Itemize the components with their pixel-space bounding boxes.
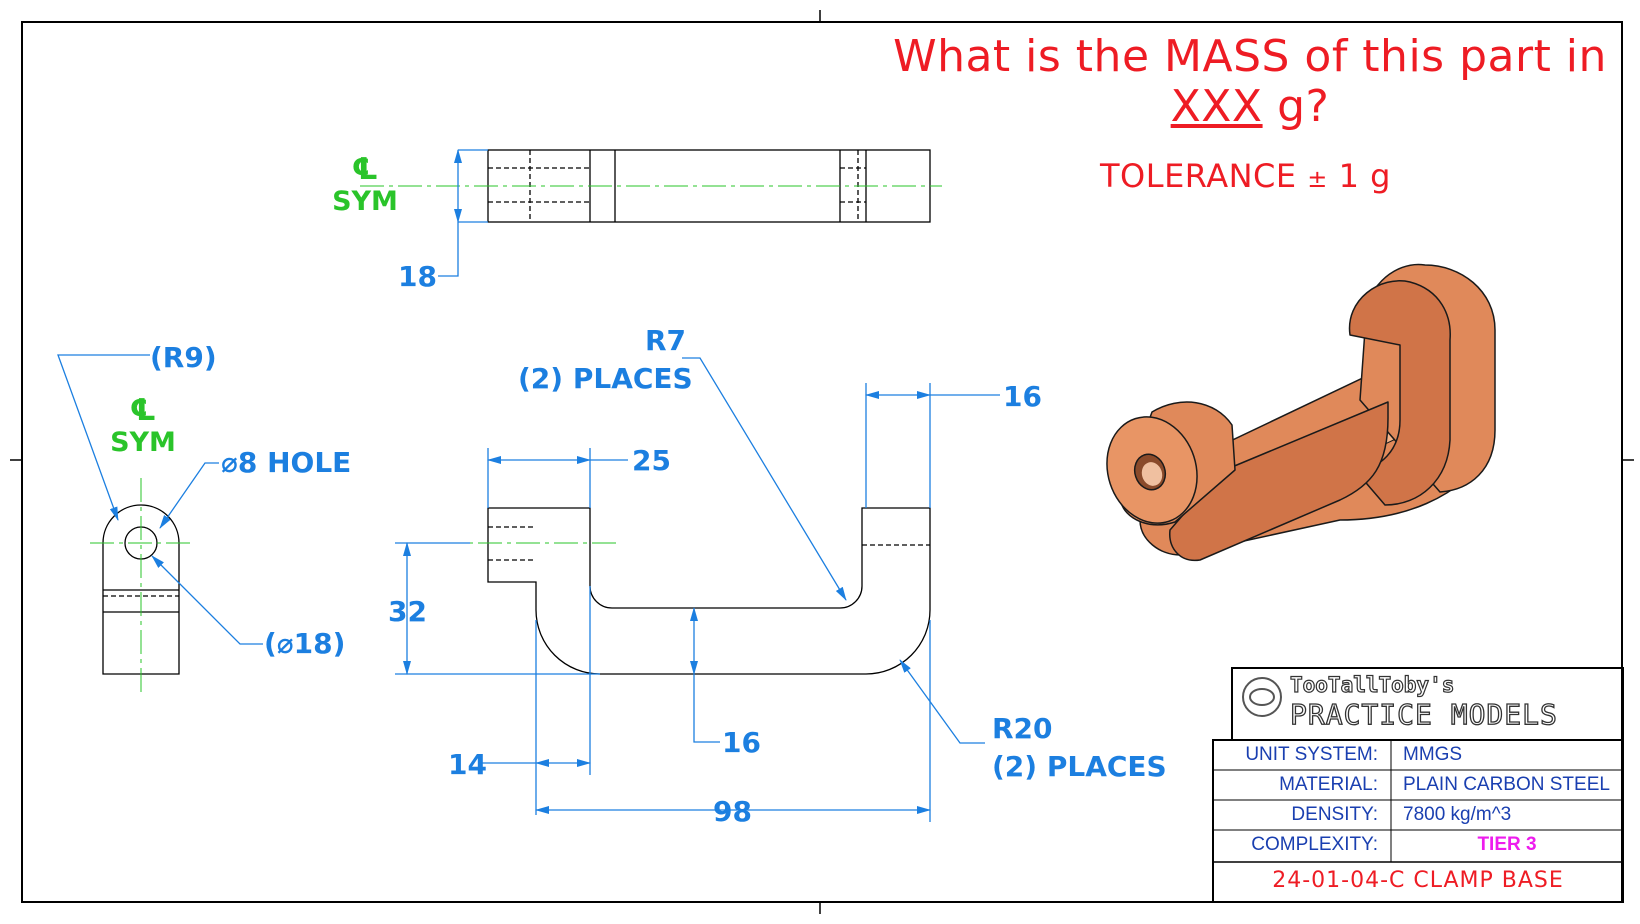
part-front-face [1169,401,1389,562]
sym-label: SYM [332,186,398,217]
dim-18: 18 [398,260,437,293]
front-view-dim-geometry [395,357,1000,822]
dim-98: 98 [713,795,752,828]
side-view-centerline-label: ℄ SYM [98,395,188,459]
dim-r20-note: (2) PLACES [992,750,1167,783]
tolerance-value: 1 g [1338,157,1391,195]
dim-18-geometry [438,149,488,277]
dim-14: 14 [448,748,487,781]
sheet-border [21,21,1623,903]
material-label: MATERIAL: [1279,774,1378,795]
material-value: PLAIN CARBON STEEL [1403,774,1610,795]
side-view-centerlines [90,478,194,695]
tolerance-label: TOLERANCE [1100,157,1297,195]
logo-emblem [1242,677,1282,717]
dim-16-bottom: 16 [722,726,761,759]
dim-16-top: 16 [1003,380,1042,413]
centerline-symbol: ℄ [351,152,379,187]
top-view-centerline-label: ℄ SYM [320,154,410,218]
dim-25: 25 [632,444,671,477]
title-block-logo: TooTallToby's PRACTICE MODELS [1289,672,1620,738]
tolerance-symbol: ± [1307,165,1328,193]
dim-r9: (R9) [150,341,217,374]
density-label: DENSITY: [1291,804,1378,825]
logo-title: PRACTICE MODELS [1289,697,1558,731]
dim-32: 32 [388,595,427,628]
density-value: 7800 kg/m^3 [1403,804,1512,825]
unit-system-label: UNIT SYSTEM: [1245,744,1378,765]
question-unit: g? [1262,81,1330,132]
front-view-outline [487,507,931,675]
side-view-dim-leaders [57,354,263,645]
part-name: 24-01-04-C CLAMP BASE [1272,868,1564,893]
centerline-symbol: ℄ [129,393,157,428]
question-line2: XXX g? [880,80,1620,134]
unit-system-value: MMGS [1403,744,1463,765]
sym-label: SYM [110,427,176,458]
tolerance-line: TOLERANCE ± 1 g [1100,156,1430,199]
title-block-frame [1212,667,1624,903]
dim-r7: R7 [645,324,687,357]
complexity-value: TIER 3 [1477,834,1537,855]
question-line1: What is the MASS of this part in [893,31,1607,82]
front-view [487,507,931,675]
question-xxx: XXX [1170,81,1263,132]
complexity-label: COMPLEXITY: [1251,834,1378,855]
side-view-outline [102,504,180,675]
dim-diameter-18: (⌀18) [264,627,346,660]
dim-hole: ⌀8 HOLE [221,446,352,479]
logo-brand: TooTallToby's [1289,672,1455,697]
dim-r20: R20 [992,712,1053,745]
dim-r7-note: (2) PLACES [518,362,693,395]
isometric-part [1106,263,1496,562]
